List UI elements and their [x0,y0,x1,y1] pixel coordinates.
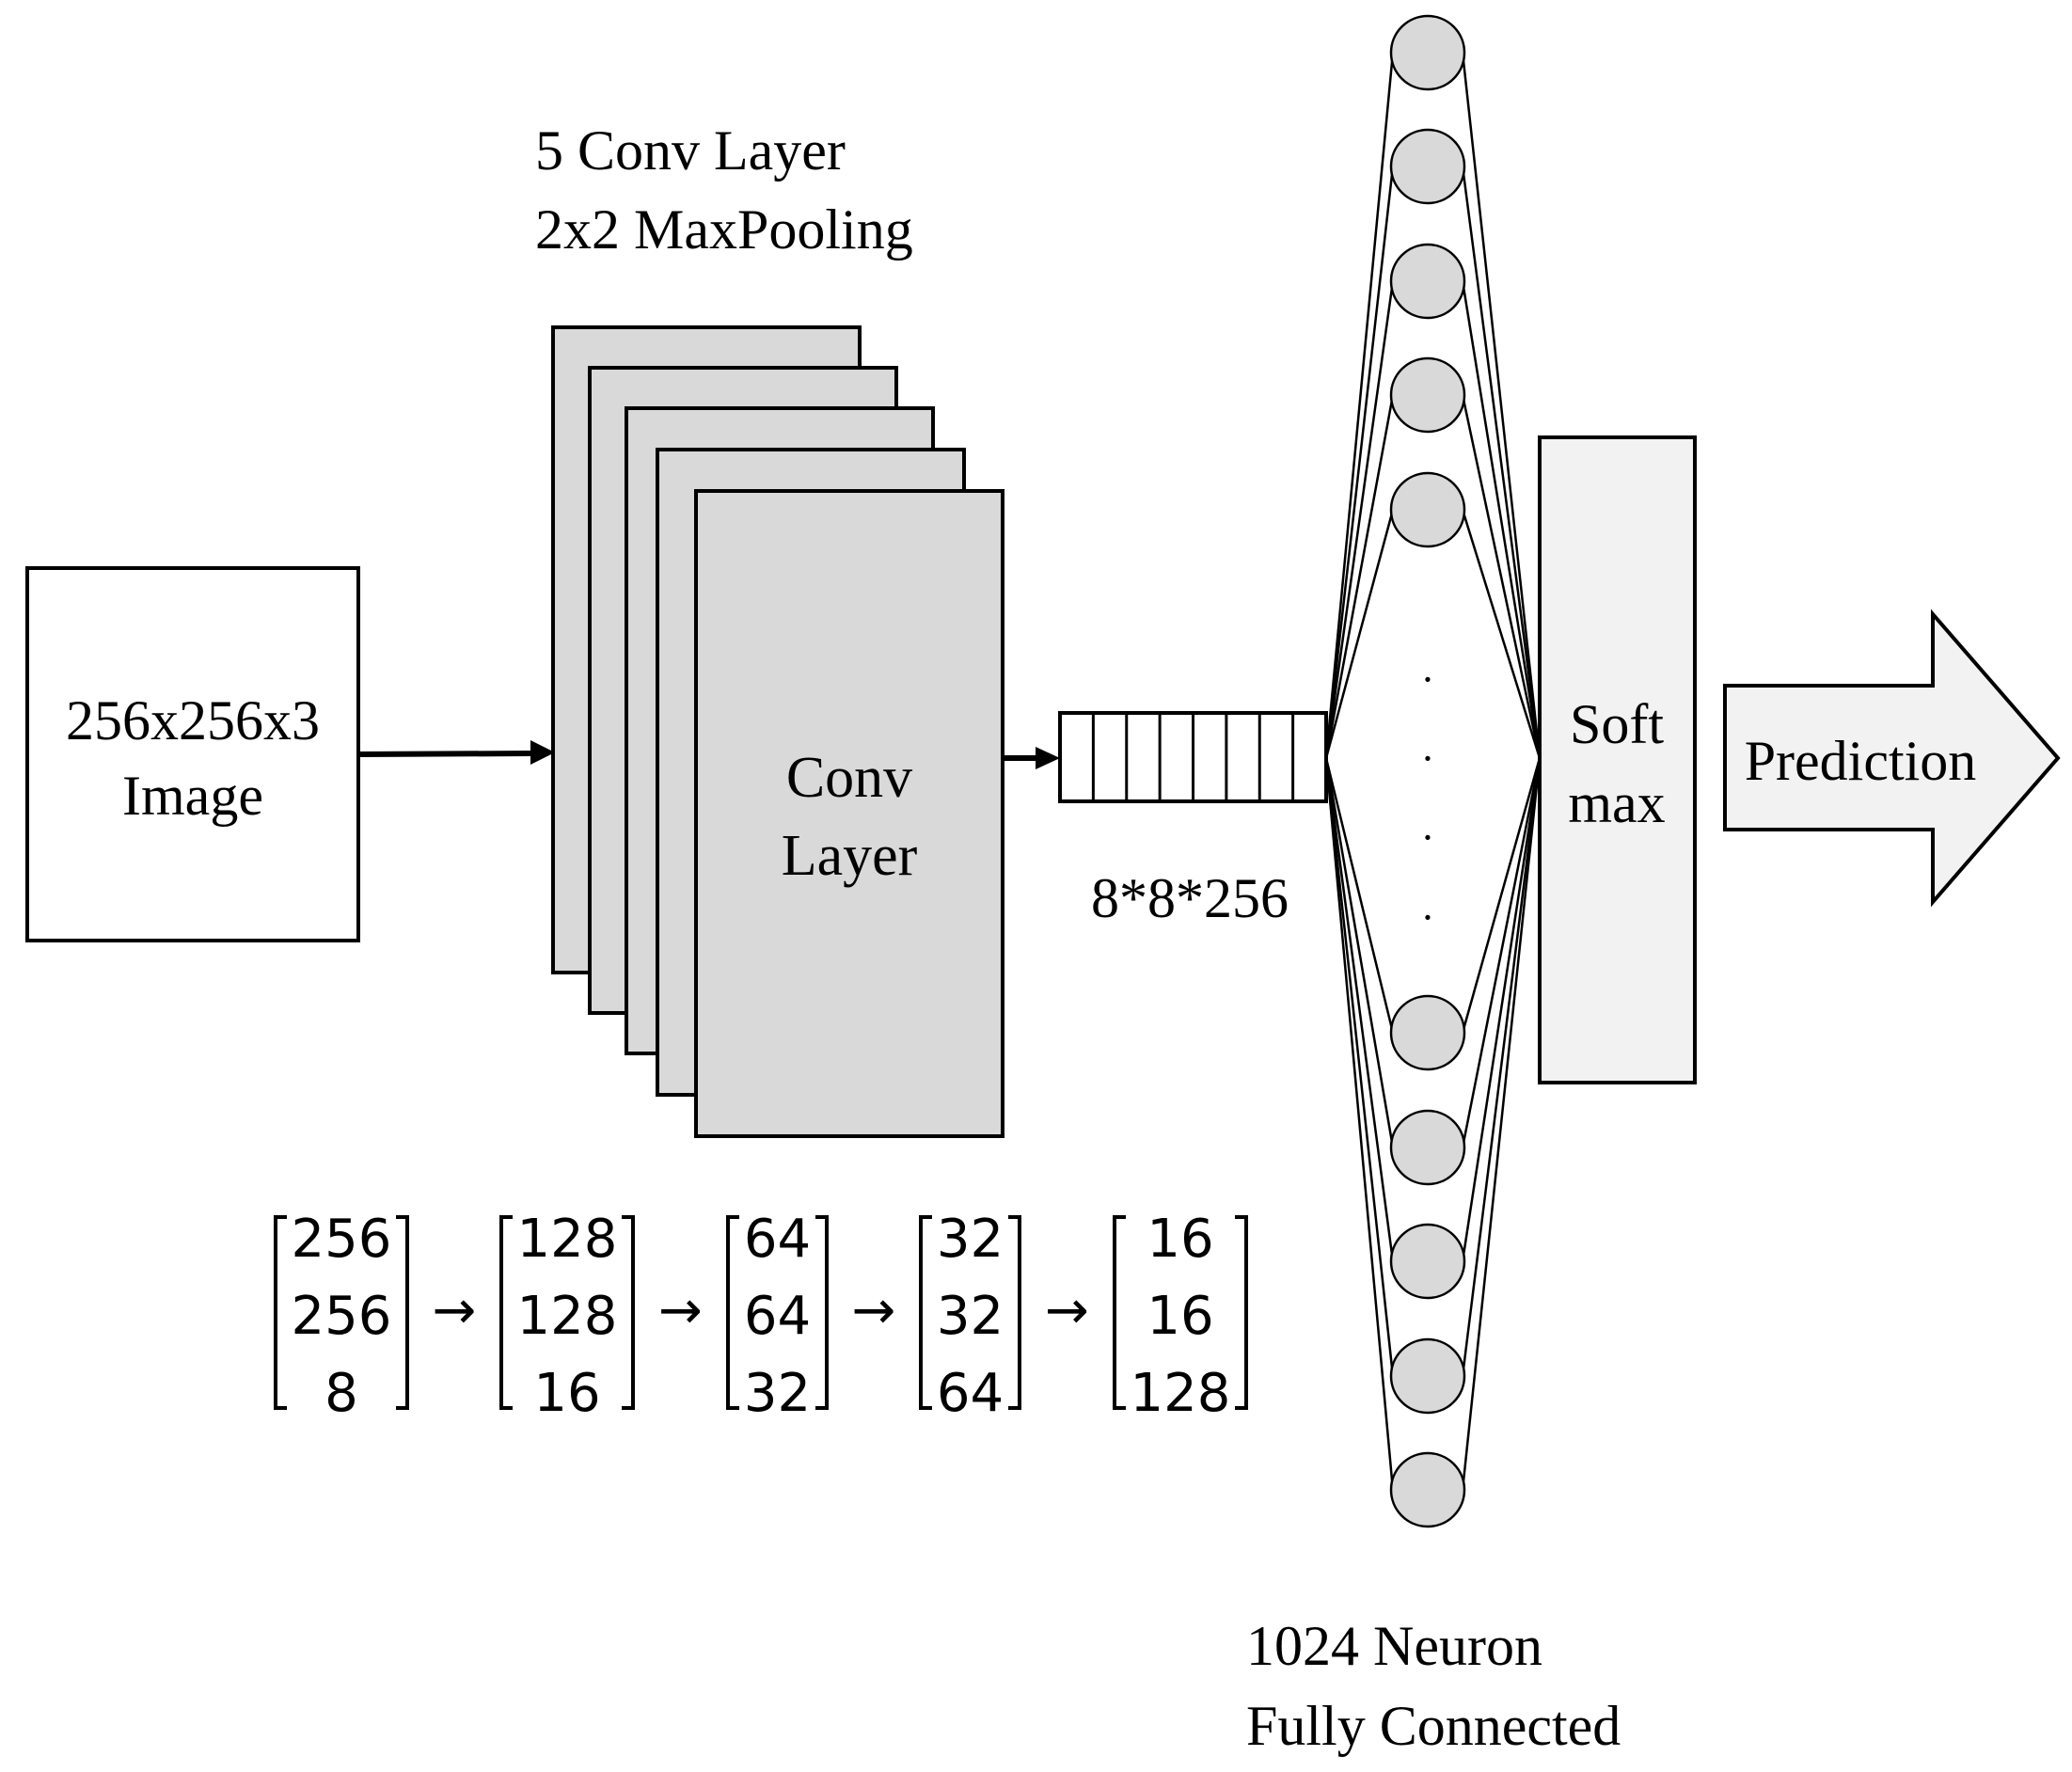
fc-connection-line [1461,757,1542,1377]
neuron [1389,1109,1466,1186]
neuron [1389,14,1466,91]
matrix-value: 64 [744,1209,811,1270]
fc-connection-line [1324,394,1395,759]
input-to-conv-arrow [357,751,533,757]
matrix-right-bracket [1235,1215,1248,1410]
fc-connection-line [1324,757,1395,1262]
matrix-value: 128 [517,1209,618,1270]
dense-layer-neurons [1389,14,1466,1528]
input-image-label: Image [122,765,263,827]
neuron [1389,356,1466,434]
ellipsis-dot: · [1421,894,1435,941]
matrix-value: 64 [937,1363,1004,1424]
fc-connection-line [1324,52,1395,759]
matrix-value: 128 [517,1286,618,1347]
maxpooling-label: 2x2 MaxPooling [535,198,913,261]
conv-to-flatten-arrowhead [1036,747,1060,769]
conv-layer-5 [694,489,1004,1138]
fc-connection-line [1324,757,1395,1148]
dimension-progression: 256 256 8 → 128 128 16 → 64 64 32 → 32 32 64 → 16 16 128 [274,1209,1248,1424]
fc-connection-line [1324,280,1395,759]
flatten-vector [1058,711,1328,803]
matrix-left-bracket [1113,1215,1126,1410]
neuron [1389,1451,1466,1528]
neuron [1389,128,1466,205]
fc-connection-line [1461,52,1542,759]
fc-connection-line [1461,280,1542,759]
matrix-value: 256 [292,1286,392,1347]
matrix-value: 16 [1147,1209,1213,1270]
matrix-value: 16 [533,1363,600,1424]
fc-connection-line [1461,757,1542,1034]
ellipsis-dot: · [1421,736,1435,782]
neuron [1389,1223,1466,1300]
fc-connection-line [1324,166,1395,759]
matrix-value: 32 [937,1286,1004,1347]
fc-connection-line [1324,509,1395,759]
prediction-label: Prediction [1745,730,1977,792]
matrix-value: 32 [937,1209,1004,1270]
neuron [1389,1337,1466,1415]
input-to-conv-arrowhead [530,740,555,765]
neuron [1389,243,1466,320]
dense-layer-label-line1: 1024 Neuron [1246,1615,1542,1677]
dense-layer-label-line2: Fully Connected [1246,1695,1621,1757]
fc-connection-line [1324,757,1395,1034]
matrix-value: 64 [744,1286,811,1347]
conv-block-title: 5 Conv Layer [535,119,846,182]
neuron [1389,994,1466,1071]
fc-connection-line [1461,757,1542,1491]
fc-connection-line [1461,394,1542,759]
matrix-left-bracket [274,1215,287,1410]
matrix-right-bracket [1008,1215,1021,1410]
dimension-arrow: → [1045,1280,1089,1341]
conv-layer-label-line1: Conv [786,746,912,810]
matrix-value: 16 [1147,1286,1213,1347]
input-image-box [25,566,360,942]
dimension-arrow: → [852,1280,896,1341]
flatten-size-label: 8*8*256 [1091,867,1289,929]
fc-connection-line [1461,757,1542,1262]
fully-connected-lines [1324,52,1542,1491]
conv-layer-label-line2: Layer [782,824,918,888]
fc-connection-line [1324,757,1395,1491]
dimension-arrow: → [433,1280,477,1341]
ellipsis-dot: · [1421,815,1435,861]
matrix-left-bracket [919,1215,932,1410]
matrix-value: 128 [1131,1363,1231,1424]
matrix-right-bracket [815,1215,829,1410]
fc-connection-line [1324,757,1395,1377]
softmax-label-line2: max [1568,772,1665,834]
matrix-right-bracket [622,1215,635,1410]
matrix-value: 8 [324,1363,358,1424]
fc-connection-line [1461,757,1542,1148]
fc-connection-line [1461,509,1542,759]
fc-connection-line [1461,166,1542,759]
matrix-left-bracket [726,1215,739,1410]
prediction-arrow [1723,609,2061,908]
matrix-left-bracket [499,1215,513,1410]
softmax-box [1538,435,1697,1084]
matrix-right-bracket [396,1215,409,1410]
input-size-label: 256x256x3 [66,689,320,752]
neuron-ellipsis: · · · · [1421,657,1435,941]
ellipsis-dot: · [1421,657,1435,703]
dimension-arrow: → [658,1280,703,1341]
matrix-value: 32 [744,1363,811,1424]
softmax-label-line1: Soft [1570,693,1664,755]
neuron [1389,471,1466,548]
matrix-value: 256 [292,1209,392,1270]
